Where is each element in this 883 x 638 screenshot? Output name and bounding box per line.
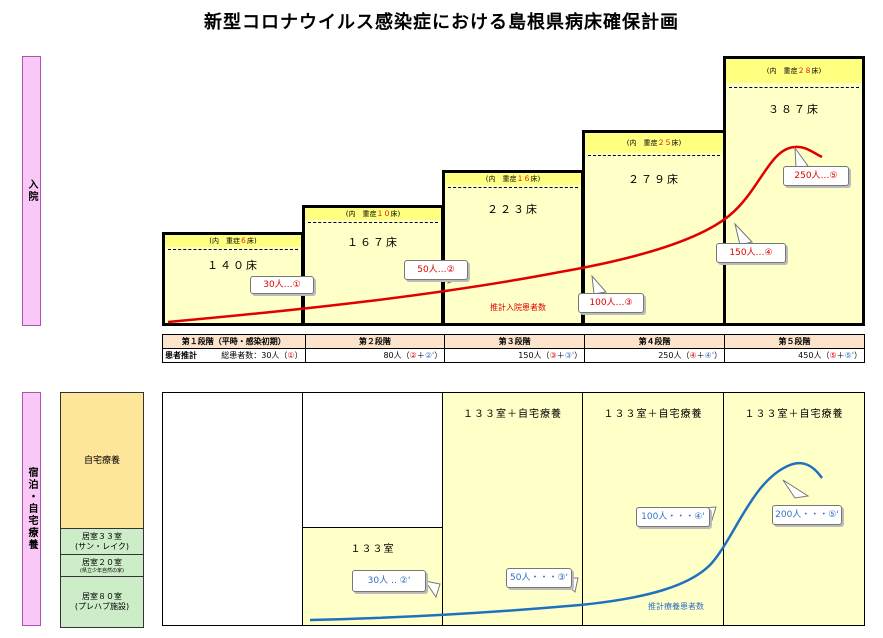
inpatient-callout-5: 250人…⑤ bbox=[783, 166, 849, 186]
page-title: 新型コロナウイルス感染症における島根県病床確保計画 bbox=[204, 12, 679, 33]
lodging-stage3-caption: １３３室＋自宅療養 bbox=[463, 409, 562, 420]
facility-cell-prefab: 居室８０室 (プレハブ施設) bbox=[60, 576, 144, 628]
facility-detail: (県立少年自然の家) bbox=[80, 567, 124, 574]
severe-beds-band: (内 重症１０床) bbox=[305, 208, 441, 220]
estimate-cell-5: 450人（⑤＋⑤'） bbox=[724, 348, 865, 363]
inpatient-callout-2: 50人…② bbox=[404, 260, 468, 280]
facility-name: 居室３３室 bbox=[82, 532, 122, 542]
facility-detail: (プレハブ施設) bbox=[74, 602, 130, 611]
estimate-cell-1: 患者推計 総患者数：30人（①） bbox=[162, 348, 306, 363]
facility-name: 居室８０室 bbox=[82, 592, 122, 602]
inpatient-callout-4: 150人…④ bbox=[716, 243, 786, 263]
lodging-callout-2: 30人 ‥ ②' bbox=[352, 570, 426, 592]
severe-suffix: 床) bbox=[530, 175, 541, 183]
severe-suffix: 床) bbox=[671, 139, 682, 147]
estimate-row-label: 患者推計 bbox=[165, 351, 197, 360]
bed-count: １４０床 bbox=[207, 259, 259, 272]
severe-prefix: (内 重症 bbox=[485, 175, 517, 183]
home-care-label: 自宅療養 bbox=[83, 455, 120, 466]
inpatient-curve-label: 推計入院患者数 bbox=[490, 303, 546, 312]
estimate-cell-2: 80人（②＋②'） bbox=[304, 348, 446, 363]
severe-beds-band: (内 重症２５床) bbox=[585, 133, 723, 153]
facility-cell-youth: 居室２０室 (県立少年自然の家) bbox=[60, 554, 144, 578]
patient-estimate-row: 患者推計 総患者数：30人（①） 80人（②＋②'） 150人（③＋③'） 25… bbox=[162, 348, 865, 363]
total-label: 総患者数：30人（ bbox=[221, 351, 288, 360]
bed-count: ２７９床 bbox=[628, 173, 680, 186]
severe-prefix: (内 重症 bbox=[209, 237, 240, 245]
inpatient-callout-1: 30人…① bbox=[250, 276, 314, 294]
lodging-stage2-caption: １３３室 bbox=[350, 544, 395, 555]
lodging-stage5-caption: １３３室＋自宅療養 bbox=[744, 409, 844, 420]
bed-count: １６７床 bbox=[347, 236, 399, 249]
severe-prefix: (内 重症 bbox=[766, 67, 798, 75]
sidebar-lodging-label: 宿泊・自宅療養 bbox=[26, 467, 37, 551]
bed-count: ３８７床 bbox=[768, 103, 820, 116]
inpatient-callout-3: 100人…③ bbox=[578, 293, 644, 313]
lodging-callout-3: 50人・・・③' bbox=[506, 568, 572, 588]
severe-count: ６ bbox=[240, 237, 247, 245]
lodging-curve-label: 推計療養患者数 bbox=[648, 602, 704, 611]
facility-cell-sunlake: 居室３３室 (サン・レイク) bbox=[60, 528, 144, 556]
lodging-stage1-divider bbox=[302, 392, 303, 527]
home-care-cell: 自宅療養 bbox=[60, 392, 144, 530]
stage-5-header: 第５段階 bbox=[724, 334, 865, 349]
severe-suffix: 床) bbox=[247, 237, 257, 245]
severe-count: １０ bbox=[376, 210, 391, 218]
estimate-cell-4: 250人（④＋④'） bbox=[584, 348, 726, 363]
severe-suffix: 床) bbox=[811, 67, 822, 75]
stage-4-header: 第４段階 bbox=[584, 334, 726, 349]
severe-count: ２８ bbox=[797, 67, 812, 75]
lodging-stage3-cell: １３３室＋自宅療養 bbox=[442, 392, 583, 626]
stage-table: 第１段階（平時・感染初期） 第２段階 第３段階 第４段階 第５段階 患者推計 総… bbox=[162, 334, 865, 363]
severe-beds-band: (内 重症２８床) bbox=[726, 59, 862, 83]
facility-detail: (サン・レイク) bbox=[74, 542, 130, 551]
severe-count: ２５ bbox=[657, 139, 672, 147]
severe-suffix: 床) bbox=[390, 210, 401, 218]
estimate-cell-3: 150人（③＋③'） bbox=[444, 348, 586, 363]
severe-beds-band: (内 重症１６床) bbox=[445, 173, 581, 185]
stage-2-header: 第２段階 bbox=[304, 334, 446, 349]
stage-header-row: 第１段階（平時・感染初期） 第２段階 第３段階 第４段階 第５段階 bbox=[162, 334, 865, 349]
severe-prefix: (内 重症 bbox=[626, 139, 658, 147]
sidebar-inpatient-label: 入院 bbox=[26, 179, 37, 203]
severe-count: １６ bbox=[516, 175, 531, 183]
sidebar-inpatient: 入院 bbox=[22, 56, 41, 326]
lodging-callout-5: 200人・・・⑤' bbox=[772, 505, 842, 525]
lodging-callout-4: 100人・・・④' bbox=[636, 507, 710, 527]
hospital-box-stage5: (内 重症２８床) ３８７床 bbox=[723, 56, 865, 326]
severe-beds-band: (内 重症６床) bbox=[165, 235, 301, 247]
bed-count: ２２３床 bbox=[487, 203, 539, 216]
sidebar-lodging: 宿泊・自宅療養 bbox=[22, 392, 41, 626]
lodging-stage4-caption: １３３室＋自宅療養 bbox=[603, 409, 703, 420]
facility-name: 居室２０室 bbox=[82, 558, 122, 568]
severe-prefix: (内 重症 bbox=[345, 210, 377, 218]
stage-1-header: 第１段階（平時・感染初期） bbox=[162, 334, 306, 349]
stage-3-header: 第３段階 bbox=[444, 334, 586, 349]
